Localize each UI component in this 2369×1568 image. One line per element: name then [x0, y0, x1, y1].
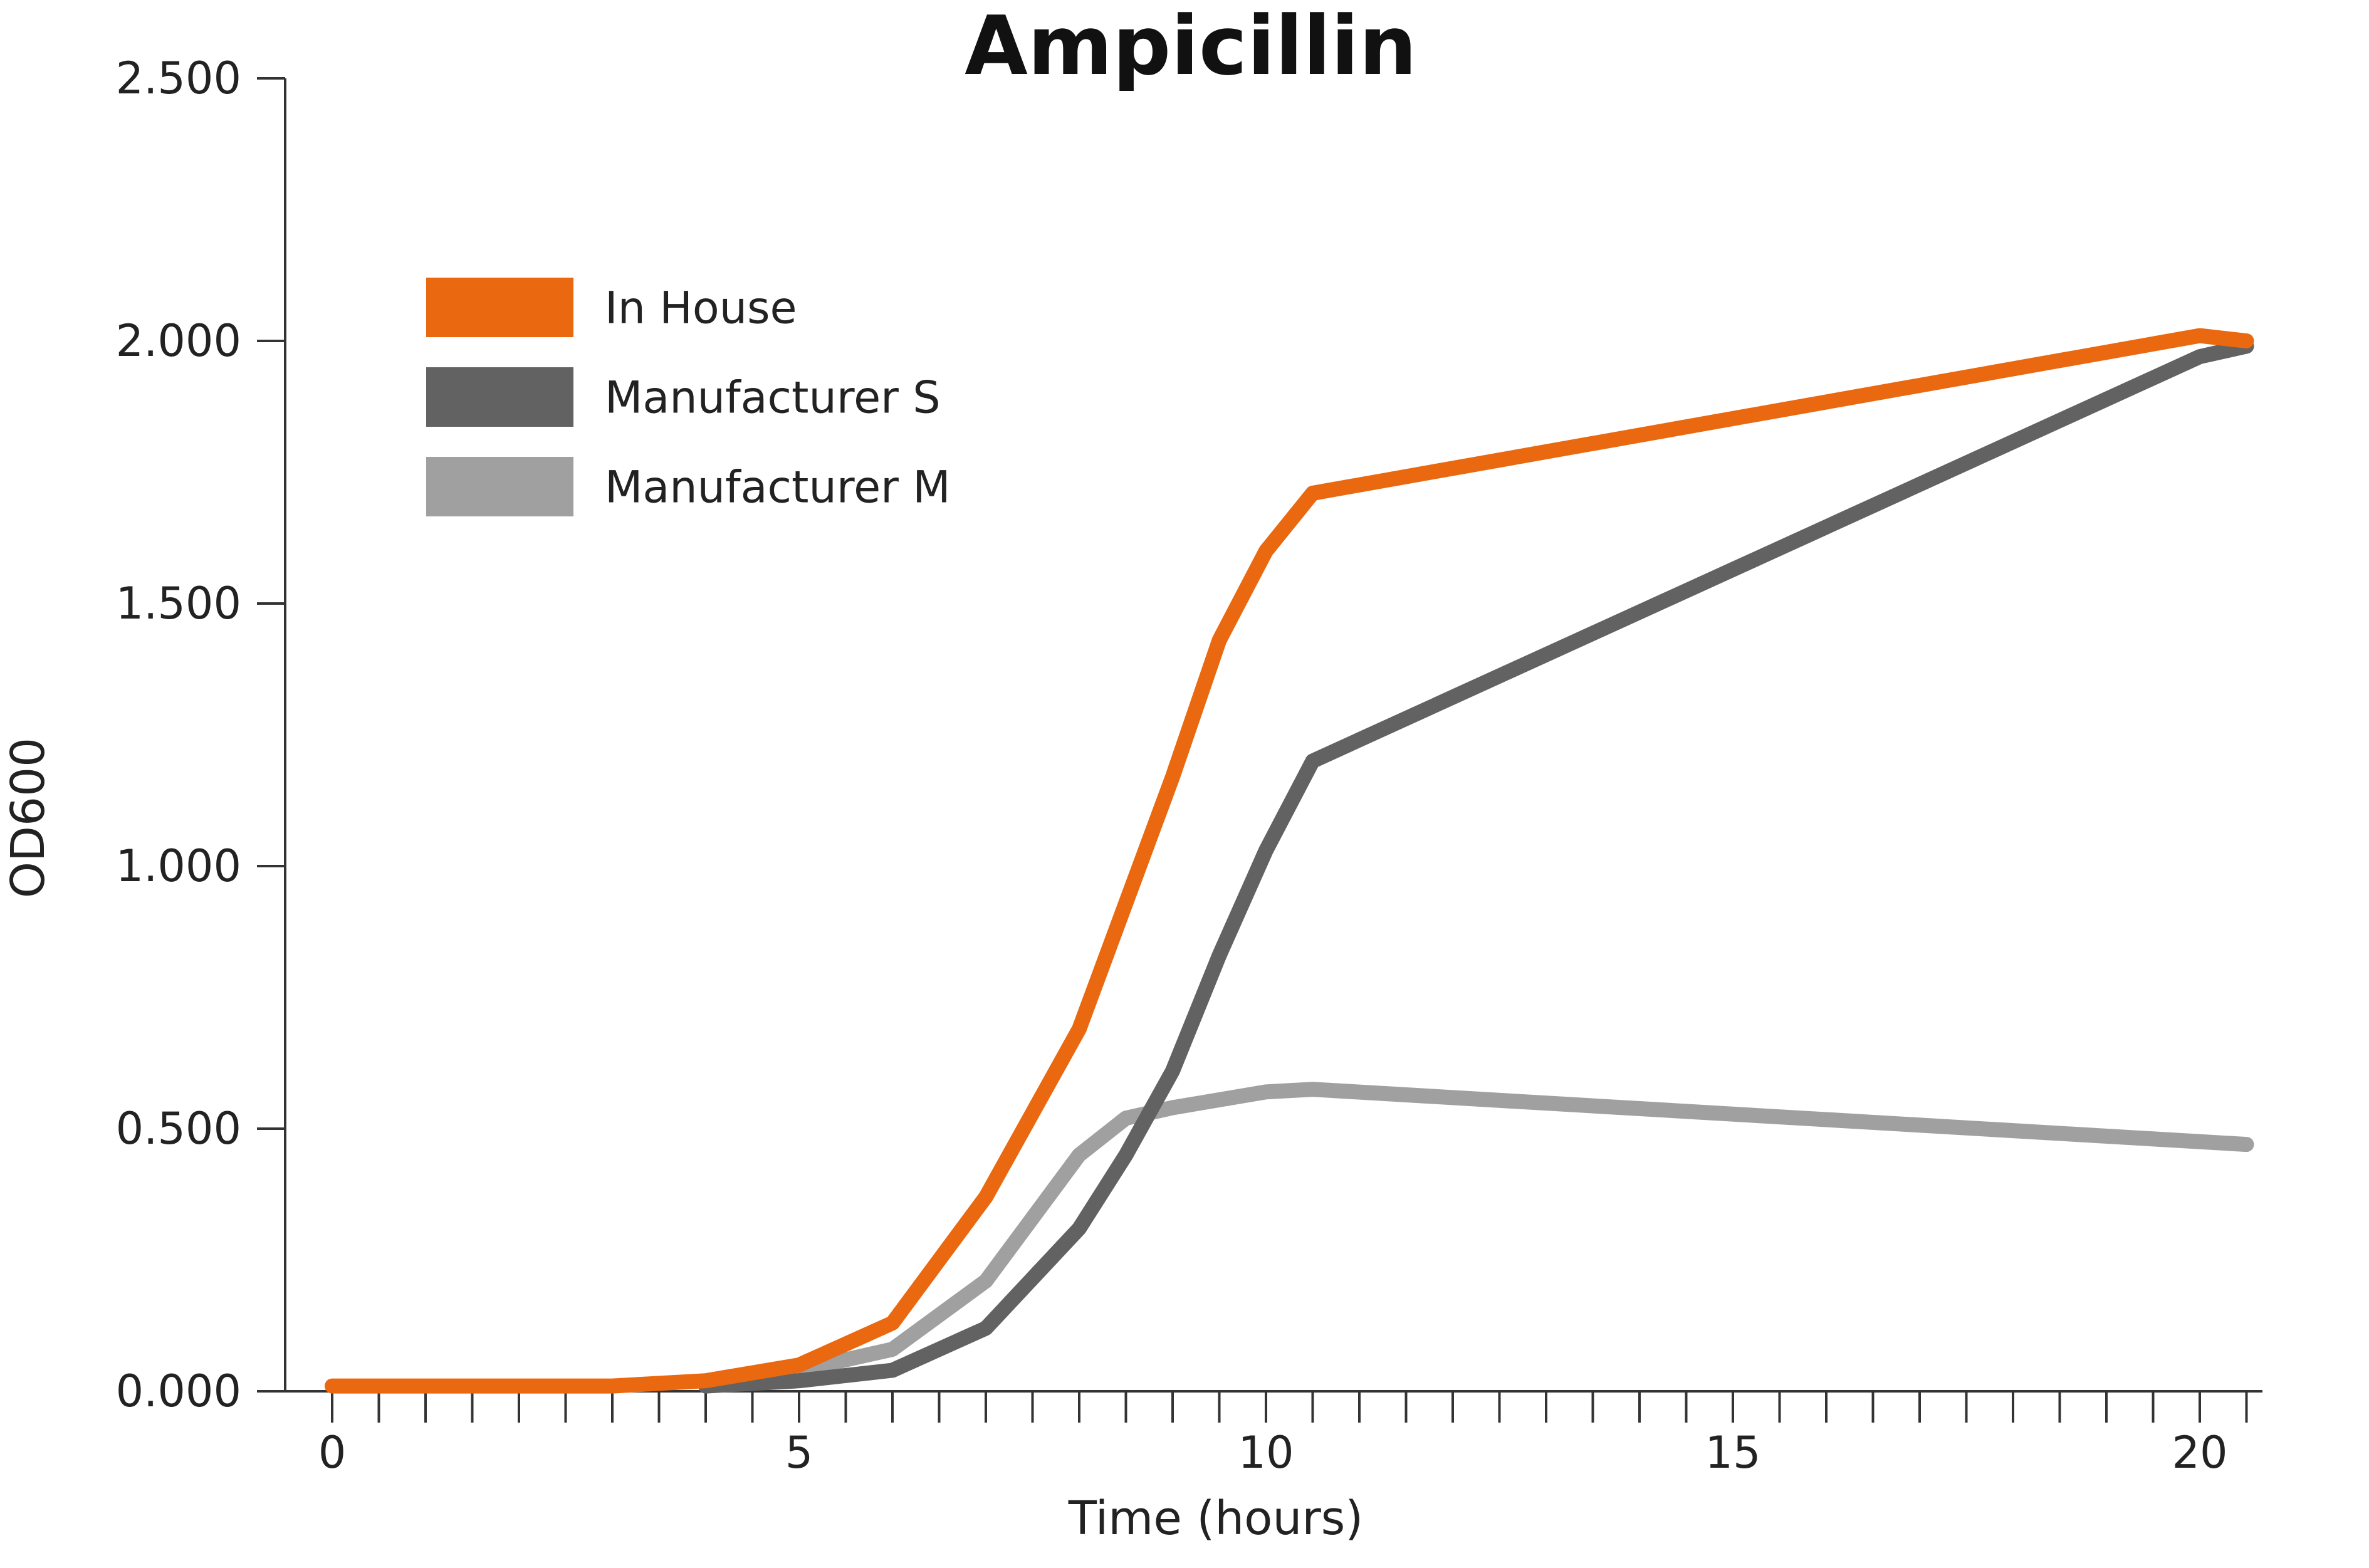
y-tick-label: 0.000: [116, 1366, 241, 1417]
x-tick-label: 5: [785, 1427, 813, 1478]
legend-label: Manufacturer M: [605, 462, 951, 513]
legend-swatch: [426, 367, 573, 427]
legend-label: Manufacturer S: [605, 372, 941, 424]
series-line-manufacturer-m: [698, 1082, 2254, 1394]
y-axis-label: OD600: [1, 738, 55, 898]
y-tick-label: 1.500: [116, 578, 241, 629]
series-lines: [325, 328, 2254, 1394]
legend-swatch: [426, 457, 573, 516]
y-tick-label: 1.000: [116, 840, 241, 892]
x-tick-label: 0: [318, 1427, 347, 1478]
x-axis-label: Time (hours): [1068, 1492, 1363, 1545]
x-axis: 0 5 10 15 20: [285, 1390, 2262, 1478]
x-tick-label: 20: [2172, 1427, 2227, 1478]
y-tick-label: 0.500: [116, 1103, 241, 1154]
series-line-manufacturer-s: [698, 338, 2254, 1394]
legend-label: In House: [605, 283, 797, 334]
y-tick-label: 2.500: [116, 53, 241, 104]
x-tick-label: 15: [1705, 1427, 1760, 1478]
legend-swatch: [426, 278, 573, 337]
series-line-in-house: [325, 328, 2254, 1394]
y-axis: 0.000 0.500 1.000 1.500 2.000 2.500: [116, 53, 286, 1417]
chart-title: Ampicillin: [965, 0, 1417, 93]
y-tick-label: 2.000: [116, 315, 241, 367]
x-tick-label: 10: [1238, 1427, 1294, 1478]
